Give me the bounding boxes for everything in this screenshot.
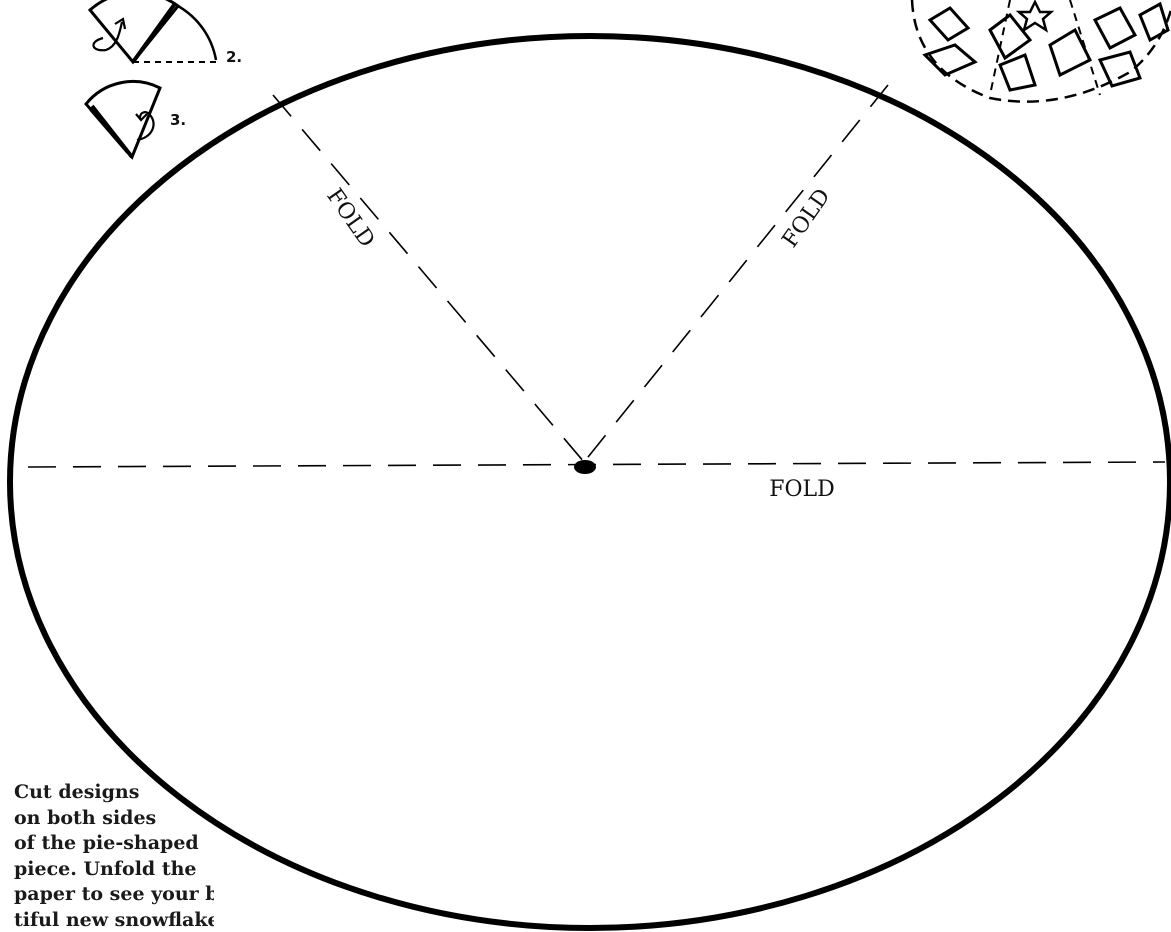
fold-line-left-diagonal xyxy=(273,95,584,462)
instructions-line: piece. Unfold the xyxy=(14,857,214,883)
instructions-line: paper to see your beau- xyxy=(14,882,214,908)
step-3-illustration: 3. xyxy=(86,81,186,157)
fold-line-horizontal xyxy=(28,462,1165,467)
finished-snowflake-illustration xyxy=(912,0,1171,102)
instructions-line: on both sides xyxy=(14,806,214,832)
fold-label-horizontal: FOLD xyxy=(769,477,835,502)
instructions-line: Cut designs xyxy=(14,780,214,806)
instructions-line: tiful new snowflake. xyxy=(14,908,214,932)
fold-label-right: FOLD xyxy=(778,184,836,252)
step-3-label: 3. xyxy=(170,111,186,129)
instructions-line: of the pie-shaped xyxy=(14,831,214,857)
fold-label-left: FOLD xyxy=(321,184,379,252)
center-point xyxy=(574,460,596,474)
star-cutout-icon xyxy=(1019,2,1051,30)
step-2-illustration: 2. xyxy=(90,0,242,66)
fold-line-right-diagonal xyxy=(584,85,888,462)
step-2-label: 2. xyxy=(226,48,242,66)
instructions-text: Cut designs on both sides of the pie-sha… xyxy=(14,780,214,932)
